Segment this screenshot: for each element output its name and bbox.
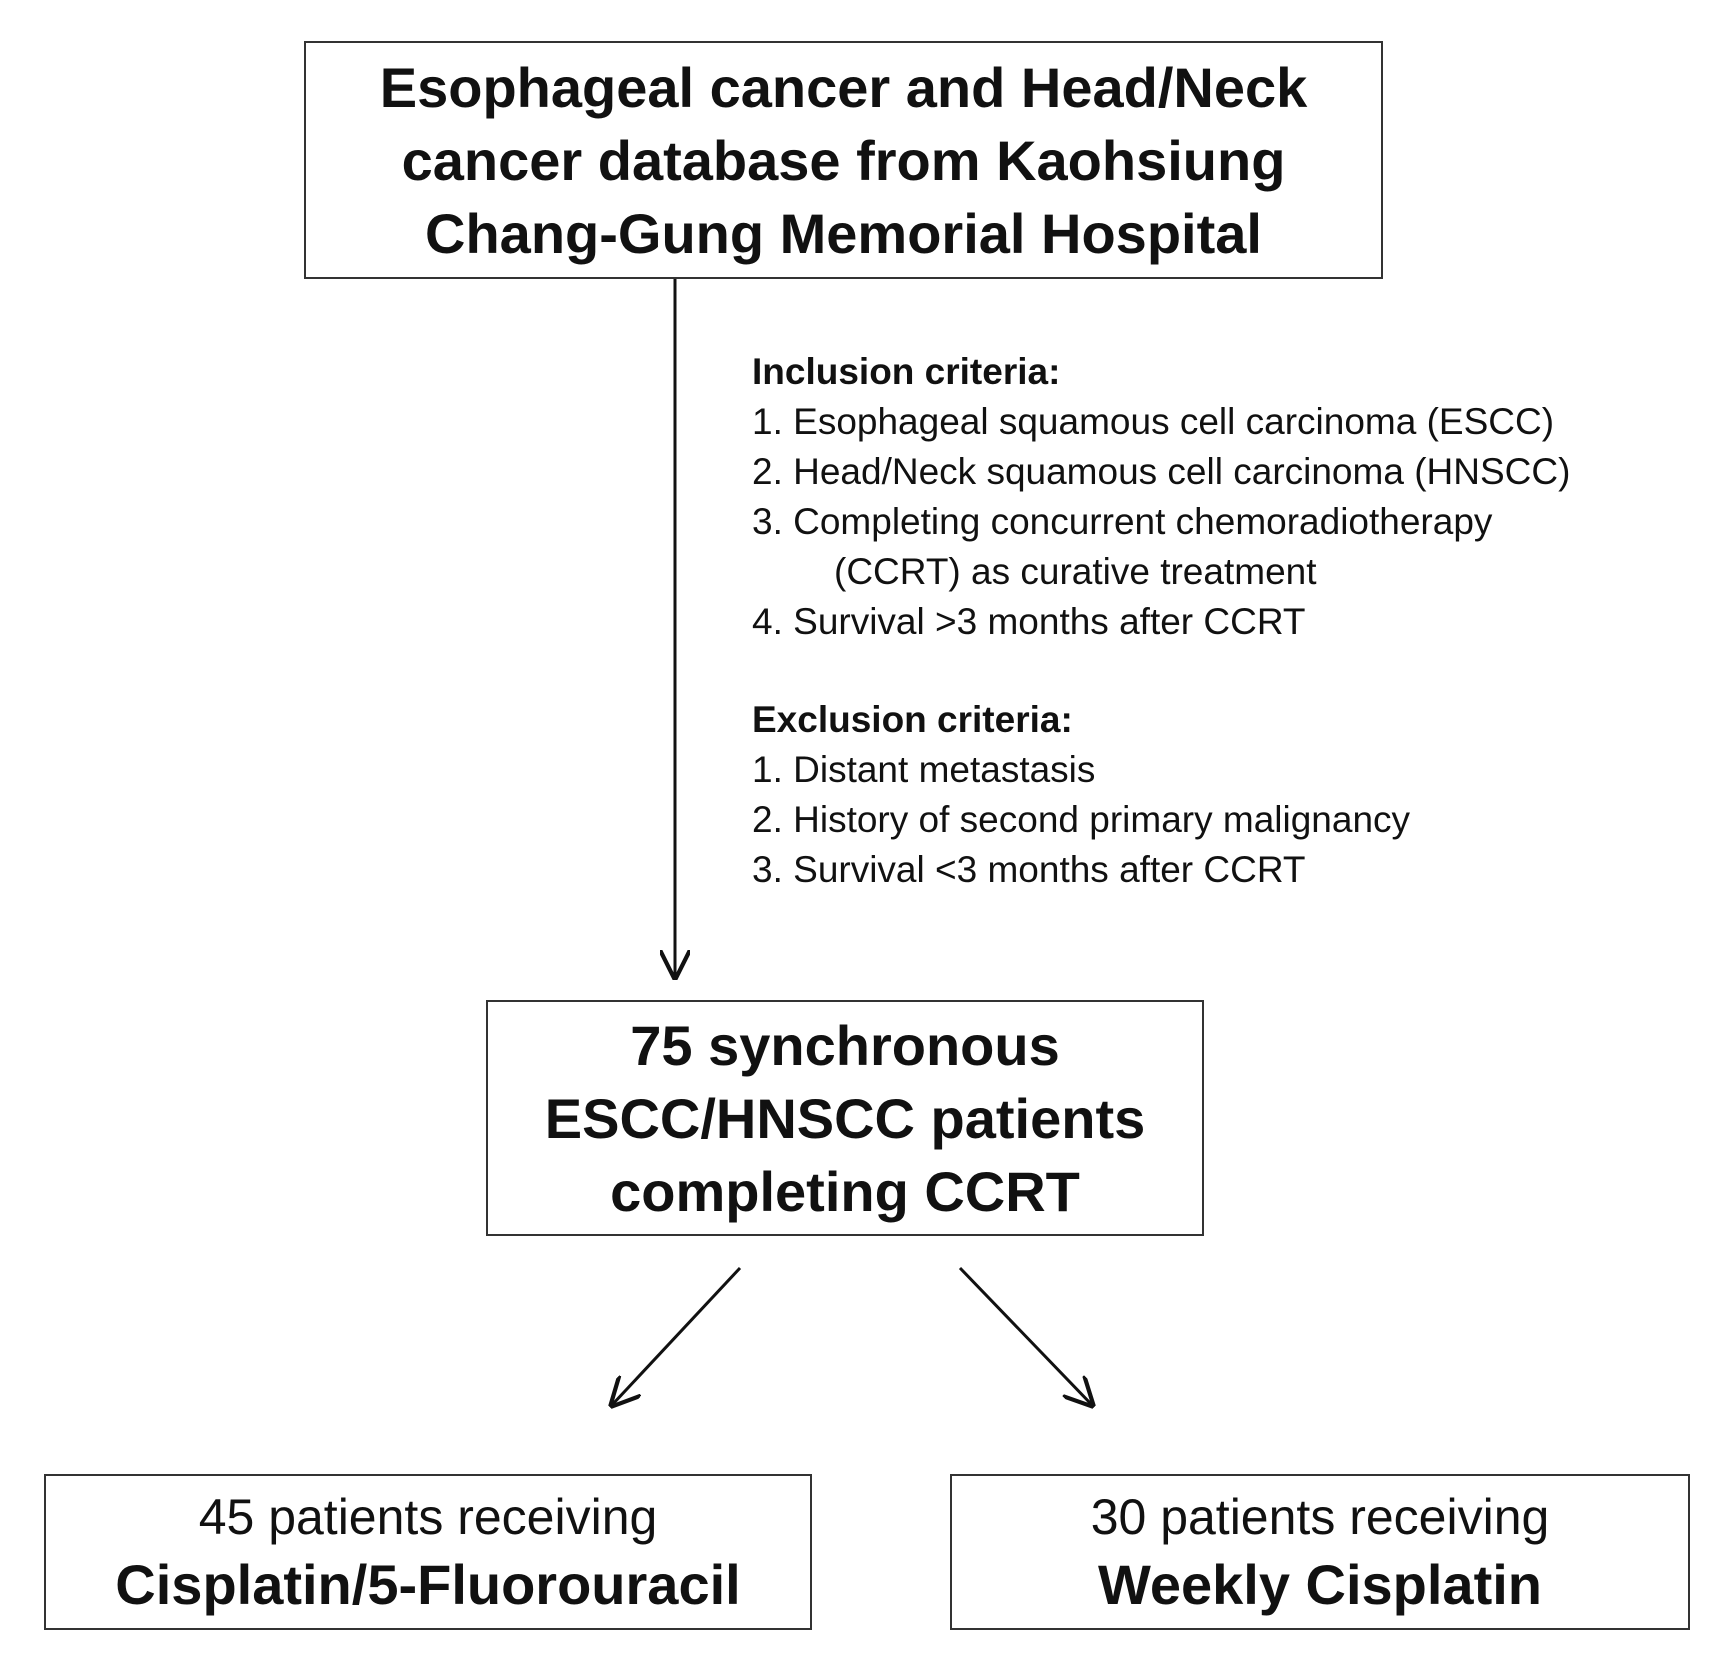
source-database-box: Esophageal cancer and Head/Neck cancer d… [304, 41, 1383, 279]
source-line: Esophageal cancer and Head/Neck [379, 55, 1308, 119]
arrow-to-right-arm [958, 1266, 1092, 1405]
arm-regimen-label: Cisplatin/5-Fluorouracil [115, 1553, 741, 1616]
inclusion-item: 1. Esophageal squamous cell carcinoma (E… [752, 401, 1555, 442]
exclusion-heading: Exclusion criteria: [752, 699, 1073, 740]
cohort-box: 75 synchronous ESCC/HNSCC patients compl… [486, 1000, 1204, 1236]
arm-count-label: 30 patients receiving [1090, 1489, 1550, 1545]
cohort-line: completing CCRT [610, 1159, 1080, 1223]
arm-regimen-label: Weekly Cisplatin [1097, 1553, 1542, 1616]
arm-count-label: 45 patients receiving [198, 1489, 658, 1545]
arrow-to-left-arm [612, 1266, 742, 1405]
exclusion-item: 3. Survival <3 months after CCRT [752, 849, 1306, 890]
source-line: Chang-Gung Memorial Hospital [425, 201, 1262, 265]
inclusion-item: 2. Head/Neck squamous cell carcinoma (HN… [752, 451, 1571, 492]
inclusion-item-continuation: (CCRT) as curative treatment [834, 551, 1317, 592]
exclusion-item: 1. Distant metastasis [752, 749, 1096, 790]
cohort-line: ESCC/HNSCC patients [544, 1086, 1146, 1150]
inclusion-heading: Inclusion criteria: [752, 351, 1061, 392]
arm-box-cisplatin-5fu: 45 patients receiving Cisplatin/5-Fluoro… [44, 1474, 812, 1630]
source-line: cancer database from Kaohsiung [401, 128, 1286, 192]
inclusion-item: 4. Survival >3 months after CCRT [752, 601, 1306, 642]
exclusion-item: 2. History of second primary malignancy [752, 799, 1411, 840]
arm-box-weekly-cisplatin: 30 patients receiving Weekly Cisplatin [950, 1474, 1690, 1630]
inclusion-item: 3. Completing concurrent chemoradiothera… [752, 501, 1493, 542]
criteria-spacer [752, 647, 1570, 695]
cohort-line: 75 synchronous [630, 1013, 1060, 1077]
criteria-panel: Inclusion criteria: 1. Esophageal squamo… [752, 347, 1570, 895]
